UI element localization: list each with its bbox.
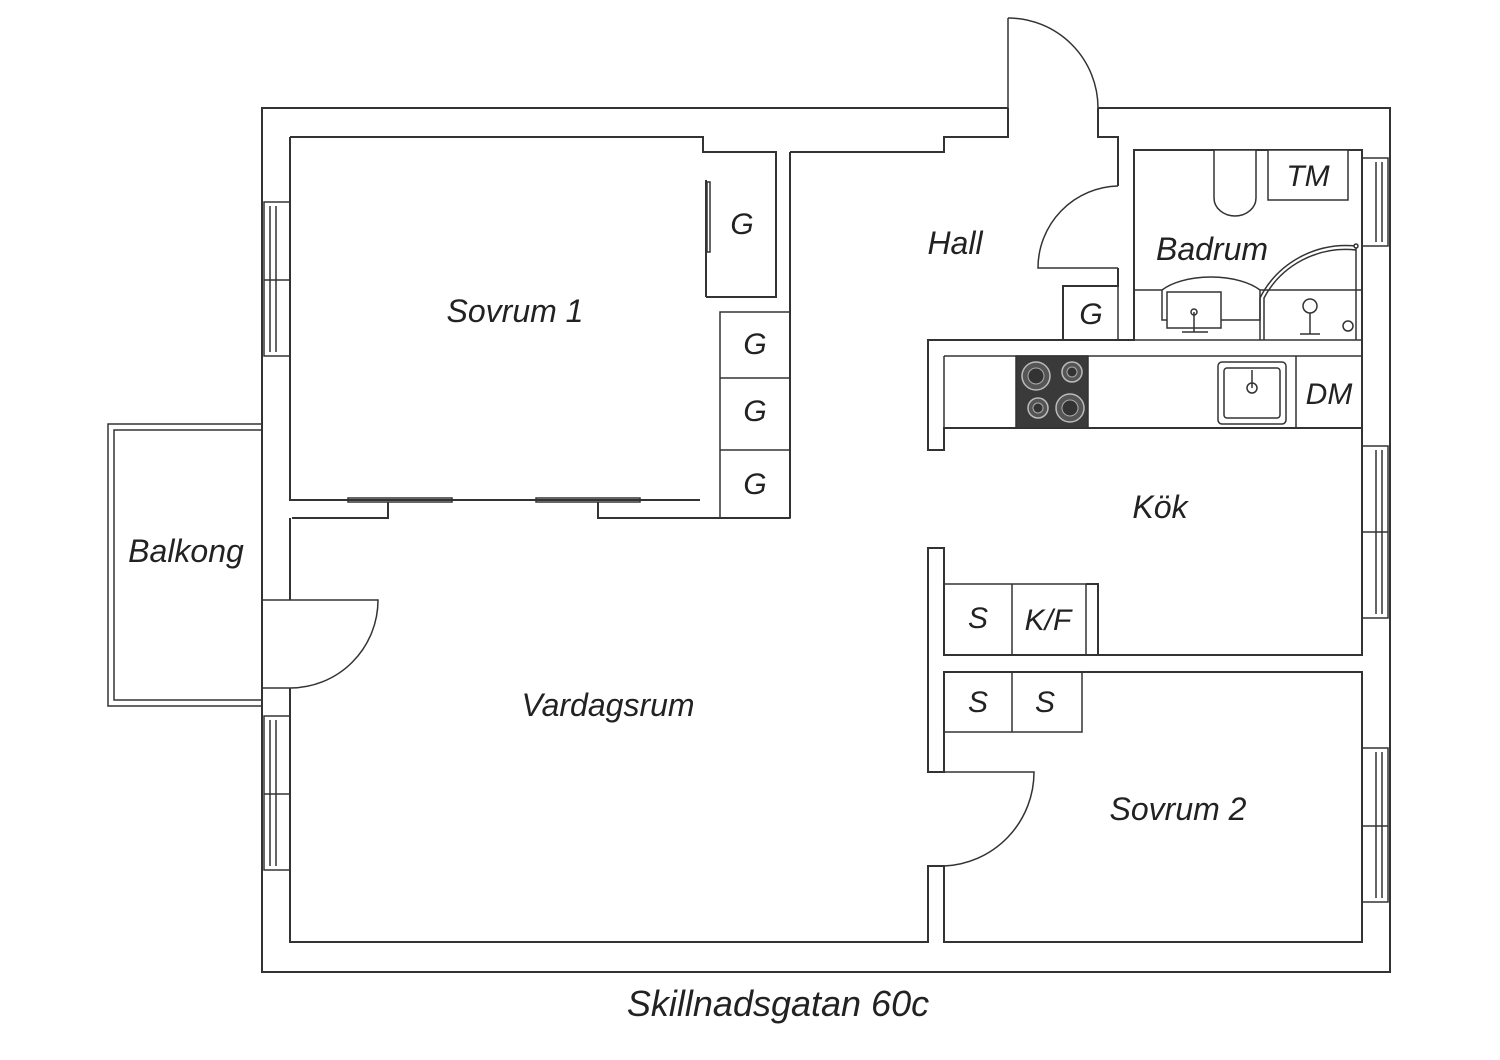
- wardrobe-label: G: [743, 328, 766, 361]
- dishwasher-label: DM: [1306, 378, 1353, 411]
- cabinet-label: S: [968, 602, 988, 635]
- toilet-icon: [1213, 149, 1257, 217]
- room-label-sovrum-2: Sovrum 2: [1110, 791, 1247, 827]
- doors: [262, 17, 1119, 867]
- wardrobes: [719, 285, 1119, 519]
- room-label-sovrum-1: Sovrum 1: [447, 293, 584, 329]
- shower-icon: [1259, 244, 1357, 340]
- washing-machine-label: TM: [1286, 160, 1329, 193]
- wardrobe-label: G: [730, 208, 753, 241]
- wardrobe-label: G: [1079, 298, 1102, 331]
- room-label-kok: Kök: [1132, 489, 1189, 525]
- kitchen-fixtures: [943, 355, 1362, 733]
- room-label-vardagsrum: Vardagsrum: [521, 687, 694, 723]
- washing-machine: [1267, 149, 1349, 201]
- balcony: [107, 423, 262, 707]
- room-label-balkong: Balkong: [128, 533, 244, 569]
- room-label-hall: Hall: [927, 225, 983, 261]
- room-label-badrum: Badrum: [1156, 231, 1268, 267]
- cabinet-label: S: [968, 686, 988, 719]
- cabinet-label: S: [1035, 686, 1055, 719]
- address-caption: Skillnadsgatan 60c: [627, 983, 929, 1024]
- bathroom-fixtures: [1133, 149, 1363, 341]
- wardrobe-label: G: [743, 395, 766, 428]
- wardrobe-label: G: [743, 468, 766, 501]
- fridge-freezer-label: K/F: [1025, 604, 1073, 637]
- windows: [263, 157, 1389, 903]
